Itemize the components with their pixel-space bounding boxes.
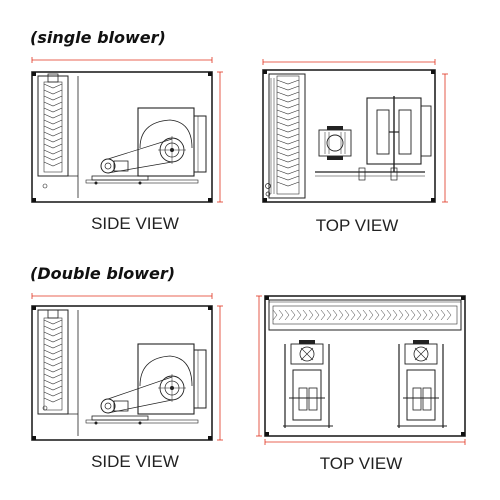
- double-blower-heading: (Double blower): [30, 264, 176, 283]
- motor-assembly: [85, 376, 199, 425]
- cabinet-outline: [262, 69, 436, 203]
- double-top-view-drawing: [256, 295, 466, 445]
- single-side-view-caption: SIDE VIEW: [91, 214, 179, 233]
- double-side-view-caption: SIDE VIEW: [91, 452, 179, 471]
- single-top-view-caption: TOP VIEW: [315, 216, 399, 235]
- cabinet-outline: [31, 71, 213, 203]
- single-side-view-drawing: [31, 57, 223, 203]
- filter-panel: [268, 73, 306, 199]
- top-dimension-lines: [262, 59, 448, 203]
- right-blower-unit: [397, 340, 447, 428]
- blower-housing: [137, 343, 207, 415]
- double-side-view-drawing: [31, 293, 223, 441]
- cabinet-outline: [264, 295, 466, 437]
- motor-assembly: [315, 126, 425, 181]
- filter-panel: [37, 309, 69, 415]
- top-dimension-lines: [256, 295, 466, 445]
- motor-assembly: [85, 138, 199, 185]
- double-top-view-caption: TOP VIEW: [319, 454, 403, 473]
- cabinet-outline: [31, 305, 213, 441]
- blower-housing: [366, 96, 432, 172]
- left-blower-unit: [283, 340, 333, 428]
- filter-panel: [37, 73, 69, 177]
- single-blower-heading: (single blower): [30, 28, 166, 47]
- single-top-view-drawing: [262, 59, 448, 203]
- side-dimension-lines: [31, 57, 223, 203]
- side-dimension-lines: [31, 293, 223, 441]
- filter-panel: [268, 299, 462, 331]
